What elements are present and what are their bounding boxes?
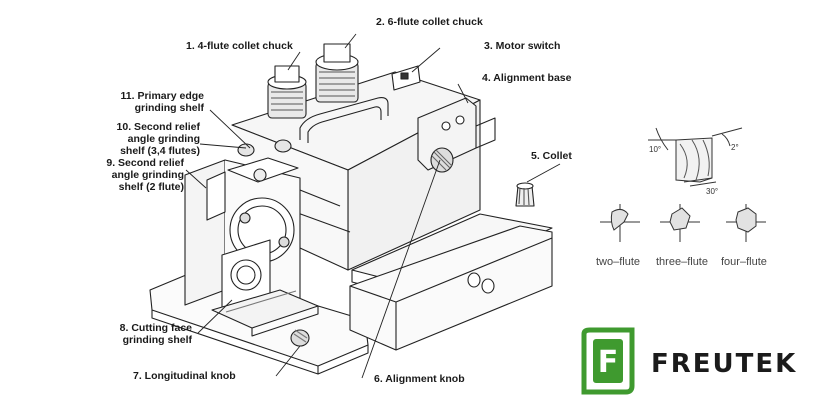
label-cutting-face-line2: grinding shelf: [122, 334, 192, 346]
top-handle: [299, 97, 389, 143]
label-primary-edge-line1: 11. Primary edge: [120, 90, 204, 102]
angle-label-1: 10°: [649, 145, 661, 154]
brand-logo-mark: F: [598, 345, 619, 380]
label-second-relief-2-line1: 9. Second relief: [106, 157, 184, 169]
flute-sections: [600, 204, 766, 242]
label-collet: 5. Collet: [531, 150, 572, 162]
longitudinal-knob: [290, 329, 310, 347]
brand-name: FREUTEK: [651, 349, 798, 379]
motor-switch: [391, 65, 421, 91]
label-second-relief-34-line2: angle grinding: [127, 133, 200, 145]
angle-label-2: 2°: [731, 143, 739, 152]
leader-lines: [185, 33, 561, 379]
four-flute-collet-chuck: [267, 65, 307, 119]
label-second-relief-2-line3: shelf (2 flute): [118, 181, 184, 193]
label-cutting-face-line1: 8. Cutting face: [119, 322, 192, 334]
six-flute-collet-chuck: [315, 43, 359, 103]
end-mill-sketch: [648, 127, 743, 187]
label-motor-switch: 3. Motor switch: [484, 40, 561, 52]
label-second-relief-34-line3: shelf (3,4 flutes): [120, 145, 200, 157]
label-four-flute-collet-chuck: 1. 4-flute collet chuck: [186, 40, 293, 52]
angle-label-3: 30°: [706, 187, 718, 196]
label-second-relief-2-line2: angle grinding: [111, 169, 184, 181]
label-primary-edge-line2: grinding shelf: [134, 102, 204, 114]
drawer: [349, 213, 553, 351]
label-second-relief-34-line1: 10. Second relief: [116, 121, 200, 133]
flute-label-three: three–flute: [656, 256, 708, 268]
label-second-relief-34-flute: 10. Second relief angle grinding shelf (…: [100, 121, 200, 157]
three-flute-section: [660, 204, 700, 242]
label-longitudinal-knob: 7. Longitudinal knob: [133, 370, 236, 382]
label-primary-edge-shelf: 11. Primary edge grinding shelf: [108, 90, 204, 114]
label-alignment-knob: 6. Alignment knob: [374, 373, 465, 385]
label-cutting-face-shelf: 8. Cutting face grinding shelf: [96, 322, 192, 346]
alignment-base: [417, 97, 496, 171]
shelf-knobs: [206, 139, 292, 221]
flute-label-four: four–flute: [721, 256, 767, 268]
collet: [515, 182, 535, 207]
label-alignment-base: 4. Alignment base: [482, 72, 572, 84]
alignment-knob: [430, 147, 454, 173]
label-six-flute-collet-chuck: 2. 6-flute collet chuck: [376, 16, 483, 28]
four-flute-section: [726, 204, 766, 242]
brand-logo: F: [581, 327, 635, 395]
flute-label-two: two–flute: [596, 256, 641, 268]
label-second-relief-2-flute: 9. Second relief angle grinding shelf (2…: [84, 157, 184, 193]
two-flute-section: [600, 204, 640, 242]
cutting-face-shelf: [211, 239, 319, 337]
